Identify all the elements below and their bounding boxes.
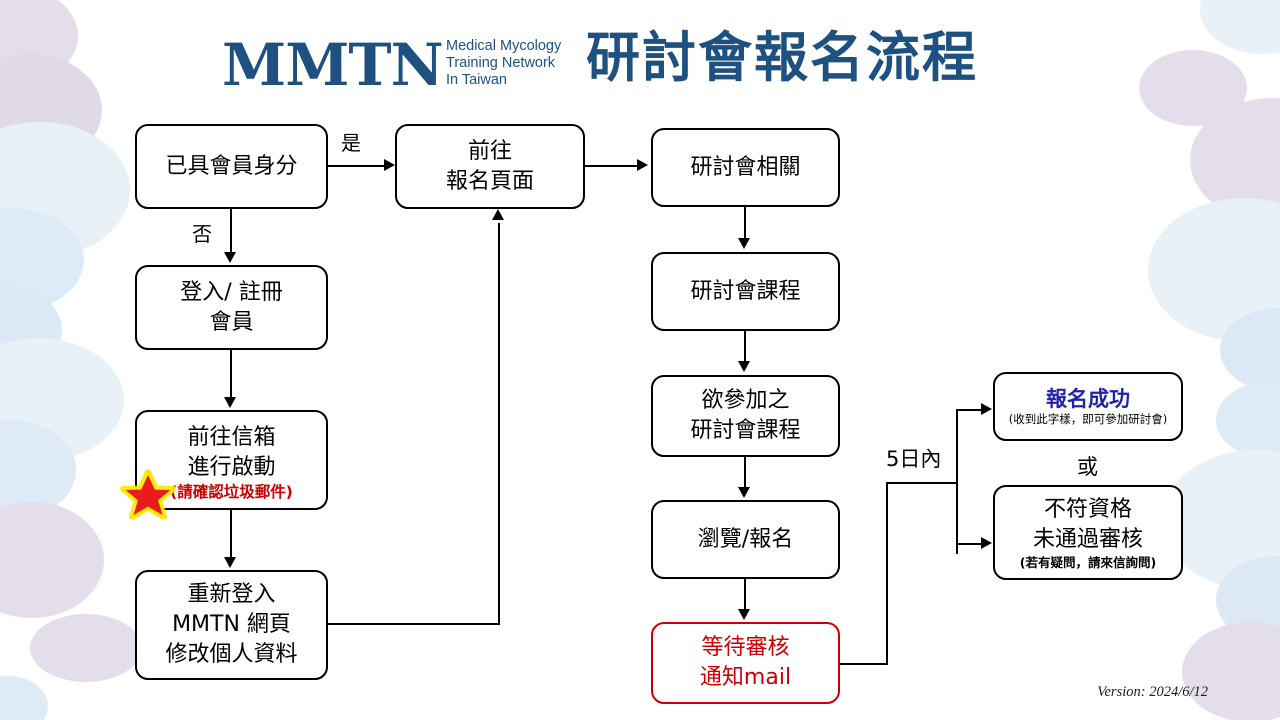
node-login-register-line-2: 會員 xyxy=(209,309,254,335)
red-star-icon xyxy=(120,469,176,519)
node-login-register[interactable]: 登入/ 註冊 會員 xyxy=(135,265,328,350)
node-goto-signup-page-line-2: 報名頁面 xyxy=(445,168,534,194)
edge-seminarinfo-to-course xyxy=(744,207,747,239)
node-seminar-info-line-1: 研討會相關 xyxy=(690,154,801,180)
edge-branch-to-notqualified xyxy=(956,543,985,546)
edge-relogin-to-signup-h xyxy=(328,623,500,626)
edge-mailbox-to-relogin xyxy=(230,510,233,559)
node-signup-success-line-1: 報名成功 xyxy=(1046,387,1130,411)
arrowhead-mailbox-to-relogin xyxy=(224,557,236,568)
node-mailbox-activate-line-2: 進行啟動 xyxy=(187,455,276,480)
edge-course-to-desired xyxy=(744,331,747,362)
node-seminar-info[interactable]: 研討會相關 xyxy=(651,128,840,207)
node-browse-signup-line-1: 瀏覽/報名 xyxy=(697,526,794,552)
logo-subtitle-line-3: In Taiwan xyxy=(446,72,507,88)
edge-browse-to-waiting xyxy=(744,579,747,610)
node-relogin-profile-line-3: 修改個人資料 xyxy=(165,642,298,667)
node-desired-course[interactable]: 欲參加之 研討會課程 xyxy=(651,375,840,457)
edge-member-to-signup xyxy=(328,165,384,168)
node-waiting-review-line-2: 通知mail xyxy=(699,665,792,690)
arrowhead-signup-to-seminarinfo xyxy=(637,159,648,171)
arrowhead-branch-to-notqualified xyxy=(981,537,992,549)
node-not-qualified-note: (若有疑問，請來信詢問) xyxy=(1019,554,1157,570)
edge-desired-to-browse xyxy=(744,457,747,488)
node-signup-success[interactable]: 報名成功 (收到此字樣，即可參加研討會) xyxy=(993,372,1183,441)
arrowhead-member-to-login xyxy=(224,252,236,263)
version-label: Version: 2024/6/12 xyxy=(1097,684,1208,700)
edge-waiting-to-branch-v xyxy=(886,482,889,665)
node-not-qualified-line-2: 未通過審核 xyxy=(1032,526,1143,552)
edge-label-no: 否 xyxy=(192,222,212,246)
node-not-qualified-line-1: 不符資格 xyxy=(1043,496,1132,522)
edge-signup-to-seminarinfo xyxy=(585,165,637,168)
arrowhead-course-to-desired xyxy=(738,361,750,372)
edge-label-within-five-days: 5日內 xyxy=(886,447,942,471)
node-mailbox-activate-line-1: 前往信箱 xyxy=(187,425,276,450)
logo-wordmark: MMTN xyxy=(222,31,444,99)
arrowhead-login-to-mailbox xyxy=(224,397,236,408)
node-not-qualified[interactable]: 不符資格 未通過審核 (若有疑問，請來信詢問) xyxy=(993,485,1183,580)
node-goto-signup-page[interactable]: 前往 報名頁面 xyxy=(395,124,585,209)
node-desired-course-line-2: 研討會課程 xyxy=(690,418,801,443)
arrowhead-branch-to-success xyxy=(981,403,992,415)
edge-label-or: 或 xyxy=(1077,455,1098,479)
arrowhead-seminarinfo-to-course xyxy=(738,238,750,249)
node-signup-success-note: (收到此字樣，即可參加研討會) xyxy=(1008,412,1168,426)
logo-subtitle: Medical Mycology Training Network In Tai… xyxy=(446,38,561,89)
node-relogin-profile-line-2: MMTN 網頁 xyxy=(172,612,291,637)
arrowhead-relogin-to-signup xyxy=(492,209,504,220)
edge-login-to-mailbox xyxy=(230,350,233,399)
arrowhead-browse-to-waiting xyxy=(738,609,750,620)
edge-waiting-to-branch-h1 xyxy=(840,663,888,666)
node-login-register-line-1: 登入/ 註冊 xyxy=(180,279,283,305)
logo-subtitle-line-2: Training Network xyxy=(446,55,556,71)
edge-waiting-to-branch-h2 xyxy=(886,482,958,485)
arrowhead-member-to-signup xyxy=(384,159,395,171)
edge-branch-to-success xyxy=(956,409,985,412)
edge-member-to-login xyxy=(230,209,233,254)
edge-label-yes: 是 xyxy=(341,131,361,155)
node-member-check[interactable]: 已具會員身分 xyxy=(135,124,328,209)
node-waiting-review[interactable]: 等待審核 通知mail xyxy=(651,622,840,704)
node-relogin-profile-line-1: 重新登入 xyxy=(187,582,276,607)
edge-relogin-to-signup-v xyxy=(498,223,501,625)
node-seminar-course[interactable]: 研討會課程 xyxy=(651,252,840,331)
node-relogin-profile[interactable]: 重新登入 MMTN 網頁 修改個人資料 xyxy=(135,570,328,680)
mmtn-logo: MMTN Medical Mycology Training Network I… xyxy=(222,30,572,102)
node-waiting-review-line-1: 等待審核 xyxy=(701,635,790,660)
node-browse-signup[interactable]: 瀏覽/報名 xyxy=(651,500,840,579)
node-member-check-line-1: 已具會員身分 xyxy=(165,153,298,179)
edge-branch-split-v xyxy=(956,409,959,554)
arrowhead-desired-to-browse xyxy=(738,487,750,498)
node-mailbox-activate-note: (請確認垃圾郵件) xyxy=(170,483,293,501)
node-seminar-course-line-1: 研討會課程 xyxy=(690,278,801,304)
node-goto-signup-page-line-1: 前往 xyxy=(467,138,512,164)
node-desired-course-line-1: 欲參加之 xyxy=(701,388,790,413)
page-title: 研討會報名流程 xyxy=(586,26,978,89)
logo-subtitle-line-1: Medical Mycology xyxy=(446,38,562,54)
